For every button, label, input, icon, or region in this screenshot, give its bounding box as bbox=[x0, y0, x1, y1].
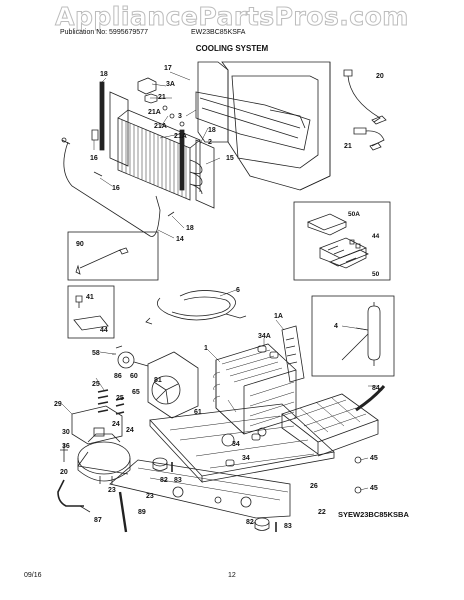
evaporator-bracket-left bbox=[109, 91, 129, 167]
sensor-assembly bbox=[343, 69, 387, 151]
page-number: 12 bbox=[228, 572, 236, 579]
callout-89: 89 bbox=[138, 509, 146, 516]
callout-4: 4 bbox=[334, 323, 338, 330]
callout-30: 30 bbox=[62, 429, 70, 436]
callout-24: 24 bbox=[112, 421, 120, 428]
watermark: AppliancePartsPros.com bbox=[55, 2, 409, 32]
callout-34a: 34A bbox=[258, 333, 271, 340]
callout-18-2: 18 bbox=[208, 127, 216, 134]
fan-motor bbox=[117, 351, 135, 369]
evaporator-cover bbox=[195, 91, 311, 151]
callout-3a: 3A bbox=[166, 81, 175, 88]
callout-1: 1 bbox=[204, 345, 208, 352]
defrost-heater-wire bbox=[63, 141, 161, 237]
callout-3: 3 bbox=[178, 113, 182, 120]
wire-harness bbox=[156, 290, 236, 321]
callout-29: 29 bbox=[54, 401, 62, 408]
callout-87: 87 bbox=[94, 517, 102, 524]
callout-60: 60 bbox=[130, 373, 138, 380]
callout-6: 6 bbox=[236, 287, 240, 294]
callout-23-2: 23 bbox=[146, 493, 154, 500]
drain-tube bbox=[355, 385, 386, 412]
callout-84: 84 bbox=[372, 385, 380, 392]
condenser-coil bbox=[213, 343, 297, 435]
callout-65: 65 bbox=[132, 389, 140, 396]
callout-21-2: 21 bbox=[344, 143, 352, 150]
callout-44: 44 bbox=[372, 233, 380, 240]
callout-15: 15 bbox=[226, 155, 234, 162]
callout-90: 90 bbox=[76, 241, 84, 248]
callout-1a: 1A bbox=[274, 313, 283, 320]
callout-24-2: 24 bbox=[126, 427, 134, 434]
callout-20: 20 bbox=[376, 73, 384, 80]
callout-50: 50 bbox=[372, 271, 380, 278]
callout-21a-2: 21A bbox=[154, 123, 167, 130]
callout-83-2: 83 bbox=[284, 523, 292, 530]
callout-22: 22 bbox=[318, 509, 326, 516]
condenser-panel bbox=[281, 325, 305, 383]
callout-23: 23 bbox=[108, 487, 116, 494]
machine-compartment-base bbox=[109, 459, 291, 519]
callout-18: 18 bbox=[100, 71, 108, 78]
callout-50a: 50A bbox=[348, 211, 360, 218]
callout-36: 36 bbox=[62, 443, 70, 450]
callout-81: 81 bbox=[154, 377, 162, 384]
diagram-code: SYEW23BC85KSBA bbox=[338, 510, 409, 519]
control-board-inset bbox=[293, 201, 391, 281]
callout-41: 41 bbox=[86, 294, 94, 301]
footer-date: 09/16 bbox=[24, 572, 42, 579]
callout-82: 82 bbox=[160, 477, 168, 484]
discharge-tube bbox=[57, 479, 84, 507]
callout-25: 25 bbox=[92, 381, 100, 388]
callout-25-2: 25 bbox=[116, 395, 124, 402]
compressor bbox=[77, 427, 131, 482]
defrost-heater-bar bbox=[99, 81, 105, 151]
part-41-inset bbox=[67, 285, 115, 339]
model-number: EW23BC85KSFA bbox=[191, 29, 246, 36]
callout-20-2: 20 bbox=[60, 469, 68, 476]
part-90-inset bbox=[67, 231, 159, 281]
callout-2: 2 bbox=[208, 139, 212, 146]
callout-18-3: 18 bbox=[186, 225, 194, 232]
freezer-compartment bbox=[221, 61, 331, 191]
callout-14: 14 bbox=[176, 236, 184, 243]
evaporator-bracket-right bbox=[195, 139, 215, 209]
callout-45: 45 bbox=[370, 455, 378, 462]
callout-26: 26 bbox=[310, 483, 318, 490]
callout-61: 61 bbox=[194, 409, 202, 416]
callout-44-2: 44 bbox=[100, 327, 108, 334]
compressor-bracket bbox=[71, 405, 123, 445]
publication-number: Publication No: 5995679577 bbox=[60, 29, 148, 36]
callout-16-2: 16 bbox=[112, 185, 120, 192]
callout-21a-3: 21A bbox=[174, 133, 187, 140]
condenser-fan-shroud bbox=[147, 351, 199, 419]
freezer-liner bbox=[231, 75, 319, 169]
part-4-inset bbox=[311, 295, 395, 377]
callout-21: 21 bbox=[158, 94, 166, 101]
callout-17: 17 bbox=[164, 65, 172, 72]
section-title: COOLING SYSTEM bbox=[195, 44, 269, 53]
callout-86: 86 bbox=[114, 373, 122, 380]
callout-45-2: 45 bbox=[370, 485, 378, 492]
evaporator-coil bbox=[117, 109, 203, 201]
callout-34-2: 34 bbox=[242, 455, 250, 462]
callout-58: 58 bbox=[92, 350, 100, 357]
callout-34: 34 bbox=[232, 441, 240, 448]
callout-82-2: 82 bbox=[246, 519, 254, 526]
callout-21a: 21A bbox=[148, 109, 161, 116]
callout-83: 83 bbox=[174, 477, 182, 484]
callout-16: 16 bbox=[90, 155, 98, 162]
